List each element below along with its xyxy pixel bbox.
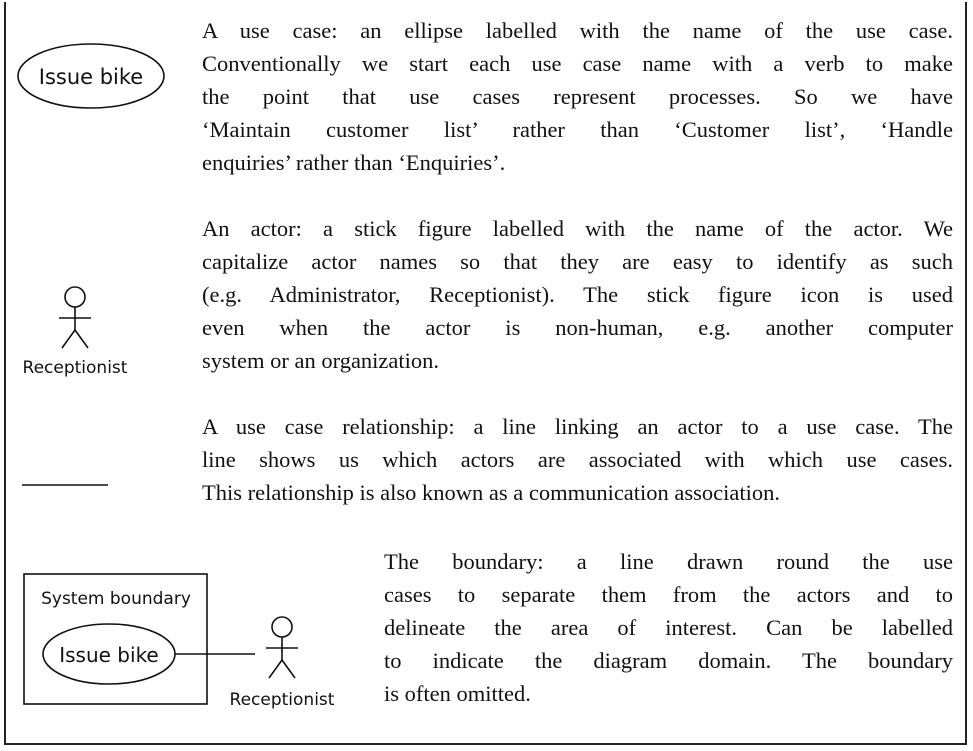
text-line: A use case relationship: a line linking … xyxy=(202,414,953,439)
text-line: A use case: an ellipse labelled with the… xyxy=(202,18,953,43)
text-line: line shows us which actors are associate… xyxy=(202,447,953,472)
text-line: the point that use cases represent proce… xyxy=(202,84,953,109)
text-line: system or an organization. xyxy=(202,348,440,373)
use-case-description: A use case: an ellipse labelled with the… xyxy=(202,14,953,179)
diagram-frame xyxy=(4,2,967,745)
text-line: capitalize actor names so that they are … xyxy=(202,249,953,274)
actor-head xyxy=(64,286,86,308)
system-boundary-box xyxy=(23,573,208,705)
use-case-symbol: Issue bike xyxy=(17,43,165,109)
text-line: This relationship is also known as a com… xyxy=(202,480,781,505)
boundary-actor-label: Receptionist xyxy=(230,690,335,710)
actor-label: Receptionist xyxy=(23,358,128,378)
boundary-use-case-label: Issue bike xyxy=(59,643,159,667)
text-line: The boundary: a line drawn round the use xyxy=(384,549,953,574)
text-line: is often omitted. xyxy=(384,681,531,706)
actor-right-leg xyxy=(74,329,89,349)
system-boundary-symbol: System boundary Issue bike Receptionist xyxy=(23,573,335,710)
boundary-actor xyxy=(266,616,298,679)
text-line: even when the actor is non-human, e.g. a… xyxy=(202,315,953,340)
text-line: ‘Maintain customer list’ rather than ‘Cu… xyxy=(202,117,953,142)
boundary-description: The boundary: a line drawn round the use… xyxy=(384,545,953,710)
boundary-actor-head xyxy=(271,616,293,638)
use-case-ellipse xyxy=(17,43,165,109)
actor-description: An actor: a stick figure labelled with t… xyxy=(202,212,953,377)
text-line: (e.g. Administrator, Receptionist). The … xyxy=(202,282,953,307)
relationship-description: A use case relationship: a line linking … xyxy=(202,410,953,509)
text-line: An actor: a stick figure labelled with t… xyxy=(202,216,953,241)
boundary-actor-right-leg xyxy=(281,659,296,679)
text-line: to indicate the diagram domain. The boun… xyxy=(384,648,953,673)
actor-symbol xyxy=(59,286,91,349)
text-line: delineate the area of interest. Can be l… xyxy=(384,615,953,640)
use-case-label: Issue bike xyxy=(39,65,143,89)
text-line: cases to separate them from the actors a… xyxy=(384,582,953,607)
system-boundary-label: System boundary xyxy=(41,589,191,609)
actor-left-leg xyxy=(61,329,76,349)
text-line: Conventionally we start each use case na… xyxy=(202,51,953,76)
boundary-actor-left-leg xyxy=(268,659,283,679)
text-line: enquiries’ rather than ‘Enquiries’. xyxy=(202,150,506,175)
